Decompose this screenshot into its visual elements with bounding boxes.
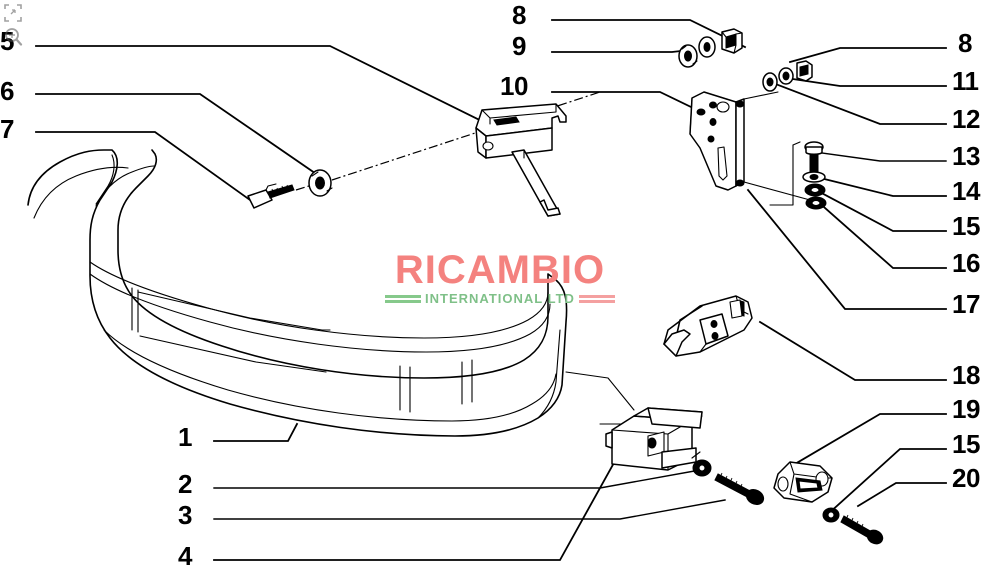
part-9b-washer bbox=[698, 36, 716, 58]
leader-line-18-right bbox=[758, 320, 947, 381]
callout-number-18: 18 bbox=[952, 360, 980, 390]
callout-number-19: 19 bbox=[952, 394, 980, 424]
part-18-bumper-stay-bracket bbox=[663, 295, 753, 357]
callout-number-16: 16 bbox=[952, 248, 980, 278]
leader-line-8-left bbox=[551, 19, 747, 49]
callout-number-1: 1 bbox=[178, 422, 192, 452]
callout-number-13: 13 bbox=[952, 141, 980, 171]
callout-number-3: 3 bbox=[178, 500, 192, 530]
callout-number-17: 17 bbox=[952, 289, 980, 319]
image-viewer-controls[interactable] bbox=[2, 2, 28, 54]
part-14-washer bbox=[802, 171, 826, 183]
centreline-5-7 bbox=[295, 91, 601, 191]
callout-number-10: 10 bbox=[500, 71, 528, 101]
leader-line-14-right bbox=[810, 174, 947, 197]
leader-line-9-left bbox=[551, 49, 691, 53]
callout-number-12: 12 bbox=[952, 104, 980, 134]
callout-number-15: 15 bbox=[952, 211, 980, 241]
leader-line-7 bbox=[35, 131, 259, 207]
part-15-spring-washer-small bbox=[804, 183, 826, 197]
leader-line-6 bbox=[35, 93, 327, 182]
callout-number-7: 7 bbox=[0, 114, 14, 144]
leader-line-3 bbox=[213, 499, 726, 520]
part-10-centre-support-bracket bbox=[475, 103, 567, 217]
part-8-hex-nut bbox=[721, 28, 743, 54]
part-8-hex-nut-2 bbox=[796, 60, 813, 82]
callout-number-11: 11 bbox=[952, 66, 979, 96]
part-2-bumper-fixing-screw bbox=[714, 472, 765, 505]
callout-number-20: 20 bbox=[952, 463, 980, 493]
callout-number-8-upper: 8 bbox=[512, 0, 526, 30]
leader-line-20-right bbox=[856, 482, 947, 508]
part-12-plain-washer bbox=[762, 72, 778, 92]
part-19-bumper-support-block bbox=[773, 461, 833, 503]
part-3-bumper-fixing-washer bbox=[692, 459, 712, 477]
callout-number-15-lower: 15 bbox=[952, 429, 980, 459]
leader-line-16-right bbox=[814, 198, 947, 269]
part-15-washer-bottom bbox=[822, 507, 840, 523]
callout-number-4: 4 bbox=[178, 541, 192, 570]
part-4-bumper-guide-bracket bbox=[565, 371, 703, 471]
magnifier-plus-icon[interactable] bbox=[2, 26, 24, 48]
leader-line-19-right bbox=[793, 413, 947, 466]
part-17-side-mounting-bracket bbox=[689, 91, 811, 201]
callout-number-6: 6 bbox=[0, 76, 14, 106]
part-7-bumper-mounting-washer bbox=[308, 169, 333, 197]
expand-icon[interactable] bbox=[2, 2, 24, 24]
leader-line-1 bbox=[213, 422, 299, 442]
callout-number-8-right: 8 bbox=[958, 28, 972, 58]
callout-number-9: 9 bbox=[512, 31, 526, 61]
part-6-bumper-mounting-bolt bbox=[247, 183, 295, 209]
leader-line-15-right bbox=[812, 187, 947, 232]
leader-line-13-right bbox=[814, 151, 947, 162]
leader-line-15-right-2 bbox=[826, 448, 947, 516]
part-20-self-tapping-screw bbox=[840, 514, 884, 545]
leader-line-12-right bbox=[771, 81, 947, 125]
leader-line-2 bbox=[213, 469, 701, 489]
leader-line-4 bbox=[213, 450, 622, 561]
part-1-rear-bumper-cover bbox=[27, 149, 568, 437]
leader-line-5 bbox=[35, 45, 522, 142]
leader-line-8-right bbox=[788, 47, 947, 64]
callout-number-2: 2 bbox=[178, 469, 192, 499]
part-9-flat-washer bbox=[678, 44, 698, 68]
callout-number-14: 14 bbox=[952, 176, 980, 206]
leader-line-17-right bbox=[746, 188, 947, 310]
part-16-nut bbox=[805, 196, 827, 210]
part-11-spring-washer bbox=[778, 67, 794, 85]
fixings-guide-line bbox=[769, 141, 801, 206]
